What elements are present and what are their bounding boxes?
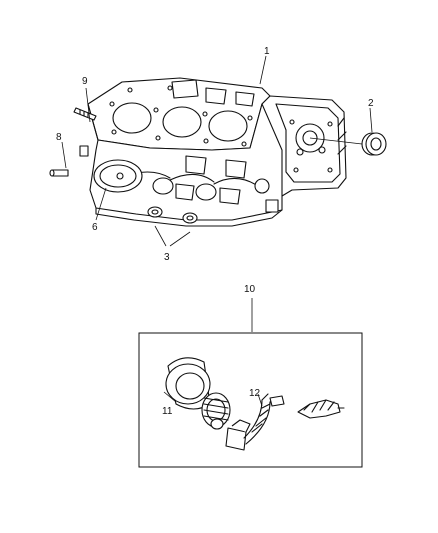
callout-8: 8 [56, 132, 62, 143]
sensor-ring-part [165, 357, 231, 430]
wiring-harness-part [225, 393, 345, 451]
leader-part-12 [257, 393, 263, 407]
callout-1: 1 [264, 46, 270, 57]
engine-block [79, 77, 347, 227]
leader-part-2-axis [309, 137, 363, 145]
callout-12: 12 [249, 388, 261, 399]
dowel-pin-part [49, 169, 69, 177]
rear-seal-part [361, 132, 387, 156]
leader-part-11 [163, 391, 177, 403]
leader-lines-upper [61, 55, 373, 247]
callout-2: 2 [368, 98, 374, 109]
callout-6: 6 [92, 222, 98, 233]
callout-10: 10 [244, 284, 256, 295]
callout-9: 9 [82, 76, 88, 87]
expansion-plugs-part [147, 206, 198, 224]
callout-3: 3 [164, 252, 170, 263]
sensor-kit-frame [138, 332, 363, 468]
callout-11: 11 [162, 406, 173, 417]
